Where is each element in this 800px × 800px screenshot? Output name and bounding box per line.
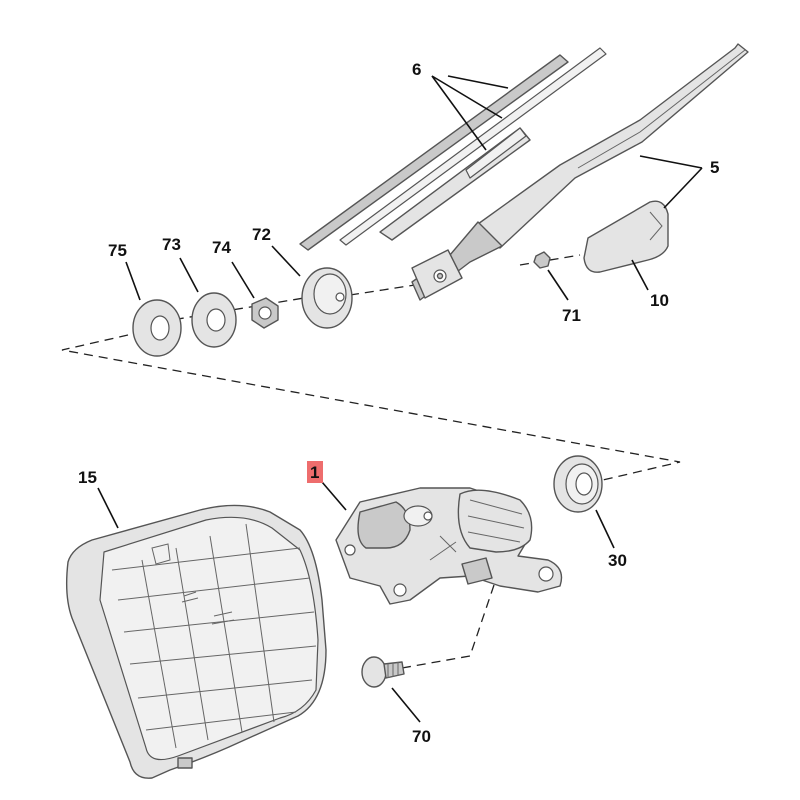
- washer-73-part[interactable]: [191, 292, 237, 348]
- callout-10[interactable]: 10: [650, 291, 669, 310]
- callout-labels: 6 5 75 73 74 72 71 10 15 1 30 70: [78, 60, 719, 746]
- nut-71-part[interactable]: [533, 251, 551, 269]
- seal-75-part[interactable]: [132, 299, 182, 357]
- callout-6[interactable]: 6: [412, 60, 421, 79]
- wiper-motor-part[interactable]: [335, 487, 563, 605]
- callout-74[interactable]: 74: [212, 238, 231, 257]
- trim-cover-part[interactable]: [65, 504, 327, 779]
- callout-30[interactable]: 30: [608, 551, 627, 570]
- wiper-arm-part[interactable]: [411, 43, 749, 301]
- callout-5[interactable]: 5: [710, 158, 719, 177]
- leader-lines: [97, 75, 703, 723]
- grommet-30-part[interactable]: [553, 455, 603, 513]
- bolt-70-part[interactable]: [361, 656, 405, 688]
- wiper-blade-part[interactable]: [299, 47, 607, 251]
- nut-74-part[interactable]: [251, 297, 279, 329]
- callout-15[interactable]: 15: [78, 468, 97, 487]
- arm-cover-part[interactable]: [583, 200, 669, 273]
- callout-71[interactable]: 71: [562, 306, 581, 325]
- cap-72-part[interactable]: [301, 267, 353, 329]
- callout-70[interactable]: 70: [412, 727, 431, 746]
- callout-72[interactable]: 72: [252, 225, 271, 244]
- highlight-box: [307, 461, 323, 483]
- callout-75[interactable]: 75: [108, 241, 127, 260]
- callout-73[interactable]: 73: [162, 235, 181, 254]
- callout-1[interactable]: 1: [310, 463, 319, 482]
